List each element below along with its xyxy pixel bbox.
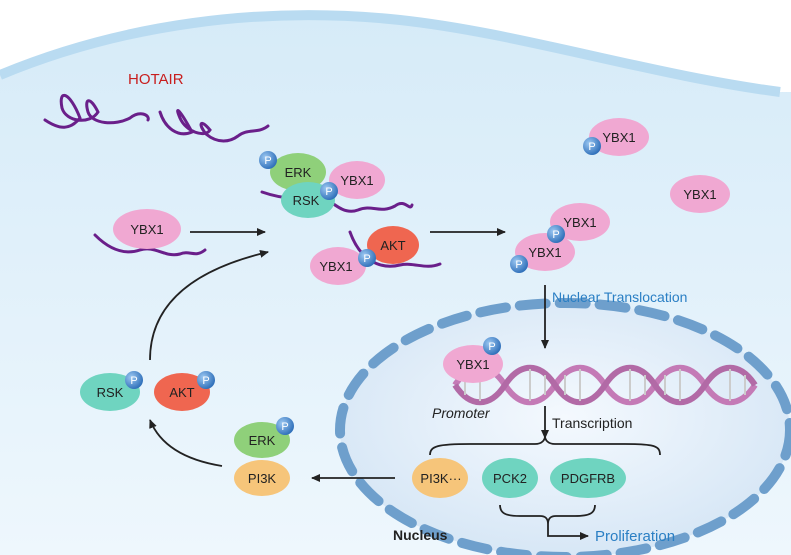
ybx1-node: YBX1 xyxy=(329,161,385,199)
pi3k-node: PI3K xyxy=(234,460,290,496)
svg-text:P: P xyxy=(325,186,332,198)
rsk-node: RSK xyxy=(80,373,140,411)
akt-node: AKT xyxy=(154,373,210,411)
ybx1-label: YBX1 xyxy=(340,173,373,188)
phospho-marker: P xyxy=(358,249,376,267)
erk-node: ERK xyxy=(270,153,326,191)
phospho-marker: P xyxy=(510,255,528,273)
ybx1-label: YBX1 xyxy=(602,130,635,145)
erk-label: ERK xyxy=(249,433,276,448)
dna-helix xyxy=(452,364,758,406)
gene-pck2: PCK2 xyxy=(482,458,538,498)
protein-nodes: YBX1 ERK YBX1 RSK P P YBX1 xyxy=(80,118,730,498)
transcription-brace xyxy=(429,435,661,456)
gene-pdgfrb-label: PDGFRB xyxy=(561,471,615,486)
svg-text:P: P xyxy=(202,375,209,387)
hotair-label: HOTAIR xyxy=(128,71,184,88)
cell-membrane xyxy=(0,10,781,97)
akt-label: AKT xyxy=(169,385,194,400)
svg-text:P: P xyxy=(363,253,370,265)
ybx1-node: YBX1 xyxy=(310,247,366,285)
arrow-kinases-feedback xyxy=(149,249,269,361)
phospho-marker: P xyxy=(547,225,565,243)
rsk-label: RSK xyxy=(293,193,320,208)
svg-text:P: P xyxy=(515,259,522,271)
svg-text:P: P xyxy=(281,421,288,433)
akt-node: AKT xyxy=(367,226,419,264)
phospho-marker: P xyxy=(583,137,601,155)
proliferation-label: Proliferation xyxy=(595,528,675,545)
ybx1-node: YBX1 xyxy=(670,175,730,213)
svg-text:P: P xyxy=(488,341,495,353)
gene-pi3k: PI3K··· xyxy=(412,458,468,498)
ybx1-node: YBX1 xyxy=(443,345,503,383)
transcription-label: Transcription xyxy=(552,415,632,431)
phospho-marker: P xyxy=(276,417,294,435)
phospho-marker: P xyxy=(483,337,501,355)
nuclear-translocation-label: Nuclear Translocation xyxy=(552,289,687,305)
ybx1-label: YBX1 xyxy=(683,187,716,202)
erk-label: ERK xyxy=(285,165,312,180)
rsk-label: RSK xyxy=(97,385,124,400)
ybx1-node: YBX1 xyxy=(589,118,649,156)
promoter-label: Promoter xyxy=(432,405,491,421)
nucleus-label: Nucleus xyxy=(393,527,448,543)
ybx1-node: YBX1 xyxy=(515,233,575,271)
svg-text:P: P xyxy=(552,229,559,241)
ybx1-label: YBX1 xyxy=(130,222,163,237)
phospho-marker: P xyxy=(125,371,143,389)
gene-pdgfrb: PDGFRB xyxy=(550,458,626,498)
svg-text:P: P xyxy=(130,375,137,387)
gene-pi3k-label: PI3K··· xyxy=(420,471,461,486)
erk-node: ERK xyxy=(234,422,290,458)
ybx1-label: YBX1 xyxy=(456,357,489,372)
ybx1-node: YBX1 xyxy=(550,203,610,241)
svg-text:P: P xyxy=(264,155,271,167)
pathway-arrows xyxy=(149,228,661,540)
phospho-marker: P xyxy=(259,151,277,169)
nuclear-envelope xyxy=(335,298,791,555)
arrow-erk-pi3k-to-rsk-akt xyxy=(149,419,223,467)
svg-text:P: P xyxy=(588,141,595,153)
phospho-marker: P xyxy=(320,182,338,200)
ybx1-label: YBX1 xyxy=(319,259,352,274)
ybx1-node: YBX1 xyxy=(113,209,181,249)
arrow-to-proliferation xyxy=(547,524,589,540)
gene-pck2-label: PCK2 xyxy=(493,471,527,486)
pi3k-label: PI3K xyxy=(248,471,277,486)
ybx1-label: YBX1 xyxy=(563,215,596,230)
ybx1-label: YBX1 xyxy=(528,245,561,260)
akt-label: AKT xyxy=(380,238,405,253)
phospho-marker: P xyxy=(197,371,215,389)
